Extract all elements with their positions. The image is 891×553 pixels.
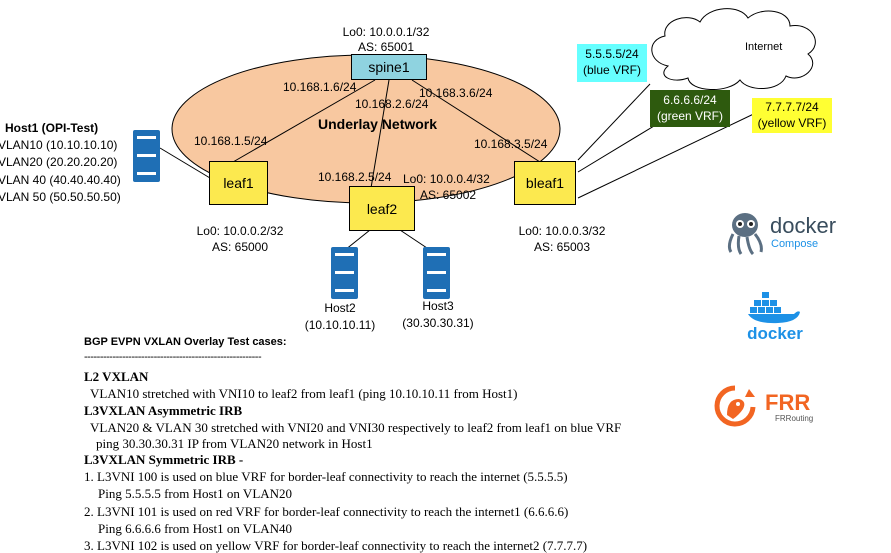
l3-sym-item-2-ping: Ping 6.6.6.6 from Host1 on VLAN40 — [98, 521, 293, 536]
leaf1-lo0-label: Lo0: 10.0.0.2/32 — [196, 224, 284, 238]
yellow-vrf-ip: 7.7.7.7/24 — [765, 100, 819, 114]
link-leaf2-host2 — [344, 229, 371, 251]
leaf1-node[interactable]: leaf1 — [209, 161, 268, 205]
link-spine-bleaf1 — [411, 79, 541, 163]
host2-name: Host2 — [324, 301, 356, 315]
docker-compose-subtitle: Compose — [771, 238, 819, 250]
link-leaf2-host3 — [399, 229, 431, 251]
link-bleaf-yellow — [577, 109, 763, 199]
link-label-10-168-3-5: 10.168.3.5/24 — [474, 137, 548, 151]
tests-separator: ----------------------------------------… — [84, 351, 262, 363]
spine1-node[interactable]: spine1 — [351, 54, 427, 80]
yellow-vrf-name: (yellow VRF) — [757, 116, 827, 130]
green-vrf-name: (green VRF) — [656, 109, 724, 123]
leaf2-node[interactable]: leaf2 — [349, 186, 415, 231]
spine1-label: spine1 — [368, 59, 410, 75]
docker-whale-icon — [748, 292, 800, 324]
leaf1-label: leaf1 — [223, 175, 254, 191]
docker-logo: docker — [740, 290, 810, 345]
l3-asym-title: L3VXLAN Asymmetric IRB — [84, 403, 243, 418]
l3-sym-item-3: 3. L3VNI 102 is used on yellow VRF for b… — [84, 538, 588, 553]
blue-vrf-name: (blue VRF) — [582, 63, 641, 77]
link-label-10-168-2-6: 10.168.2.6/24 — [355, 97, 429, 111]
host1-vlan: VLAN 50 (50.50.50.50) — [0, 190, 121, 204]
bleaf1-label: bleaf1 — [525, 175, 565, 191]
frr-logo: FRR FRRouting — [713, 385, 833, 430]
leaf1-as-label: AS: 65000 — [211, 240, 269, 254]
host1-server-icon[interactable] — [133, 130, 160, 182]
yellow-vrf-box[interactable]: 7.7.7.7/24 (yellow VRF) — [752, 98, 832, 133]
docker-compose-octopus-icon — [727, 213, 763, 256]
frr-subtitle: FRRouting — [775, 414, 814, 423]
blue-vrf-box[interactable]: 5.5.5.5/24 (blue VRF) — [577, 44, 647, 82]
tests-heading: BGP EVPN VXLAN Overlay Test cases: — [84, 336, 287, 348]
bleaf1-node[interactable]: bleaf1 — [514, 161, 576, 205]
l3-sym-item-1-ping: Ping 5.5.5.5 from Host1 on VLAN20 — [98, 486, 293, 501]
link-host1-leaf1 — [159, 147, 211, 179]
underlay-title: Underlay Network — [318, 116, 438, 132]
link-spine-leaf1 — [232, 79, 376, 163]
leaf2-lo0-label: Lo0: 10.0.0.4/32 — [403, 172, 490, 186]
leaf2-label: leaf2 — [366, 200, 398, 217]
host2-ip: (10.10.10.11) — [304, 318, 376, 332]
l3-asym-line2: ping 30.30.30.31 IP from VLAN20 network … — [96, 436, 373, 451]
blue-vrf-ip: 5.5.5.5/24 — [585, 47, 639, 61]
docker-title: docker — [747, 324, 803, 343]
link-bleaf-blue — [577, 83, 651, 161]
host2-server-icon[interactable] — [331, 247, 358, 299]
green-vrf-box[interactable]: 6.6.6.6/24 (green VRF) — [650, 90, 730, 127]
l2-vxlan-title: L2 VXLAN — [84, 369, 149, 384]
spine-as-label: AS: 65001 — [357, 40, 415, 54]
host3-ip: (30.30.30.31) — [402, 316, 474, 330]
l3-sym-title: L3VXLAN Symmetric IRB - — [84, 452, 244, 467]
link-label-10-168-1-5: 10.168.1.5/24 — [194, 134, 268, 148]
bleaf1-as-label: AS: 65003 — [533, 240, 591, 254]
link-label-10-168-2-5: 10.168.2.5/24 — [318, 170, 392, 184]
internet-cloud — [651, 8, 816, 91]
frr-bird-icon — [714, 385, 756, 427]
docker-compose-title: docker — [770, 213, 837, 238]
spine-lo0-label: Lo0: 10.0.0.1/32 — [342, 25, 430, 39]
host1-title: Host1 (OPI-Test) — [5, 121, 99, 135]
l2-vxlan-line: VLAN10 stretched with VNI10 to leaf2 fro… — [90, 386, 518, 401]
green-vrf-ip: 6.6.6.6/24 — [663, 93, 717, 107]
link-label-10-168-3-6: 10.168.3.6/24 — [419, 86, 493, 100]
host3-name: Host3 — [422, 299, 454, 313]
docker-compose-logo: docker Compose — [723, 210, 853, 260]
link-spine-leaf2 — [370, 79, 390, 189]
host1-vlan: VLAN10 (10.10.10.10) — [0, 138, 118, 152]
host3-server-icon[interactable] — [423, 247, 450, 299]
host1-vlan: VLAN 40 (40.40.40.40) — [0, 173, 121, 187]
frr-title: FRR — [765, 390, 811, 415]
host1-vlan: VLAN20 (20.20.20.20) — [0, 155, 118, 169]
bleaf1-lo0-label: Lo0: 10.0.0.3/32 — [518, 224, 606, 238]
link-label-10-168-1-6: 10.168.1.6/24 — [283, 80, 357, 94]
internet-label: Internet — [745, 41, 783, 53]
l3-sym-item-1: 1. L3VNI 100 is used on blue VRF for bor… — [84, 469, 568, 484]
l3-sym-item-2: 2. L3VNI 101 is used on red VRF for bord… — [84, 504, 569, 519]
leaf2-as-label: AS: 65002 — [420, 188, 477, 202]
l3-asym-line1: VLAN20 & VLAN 30 stretched with VNI20 an… — [90, 420, 622, 435]
